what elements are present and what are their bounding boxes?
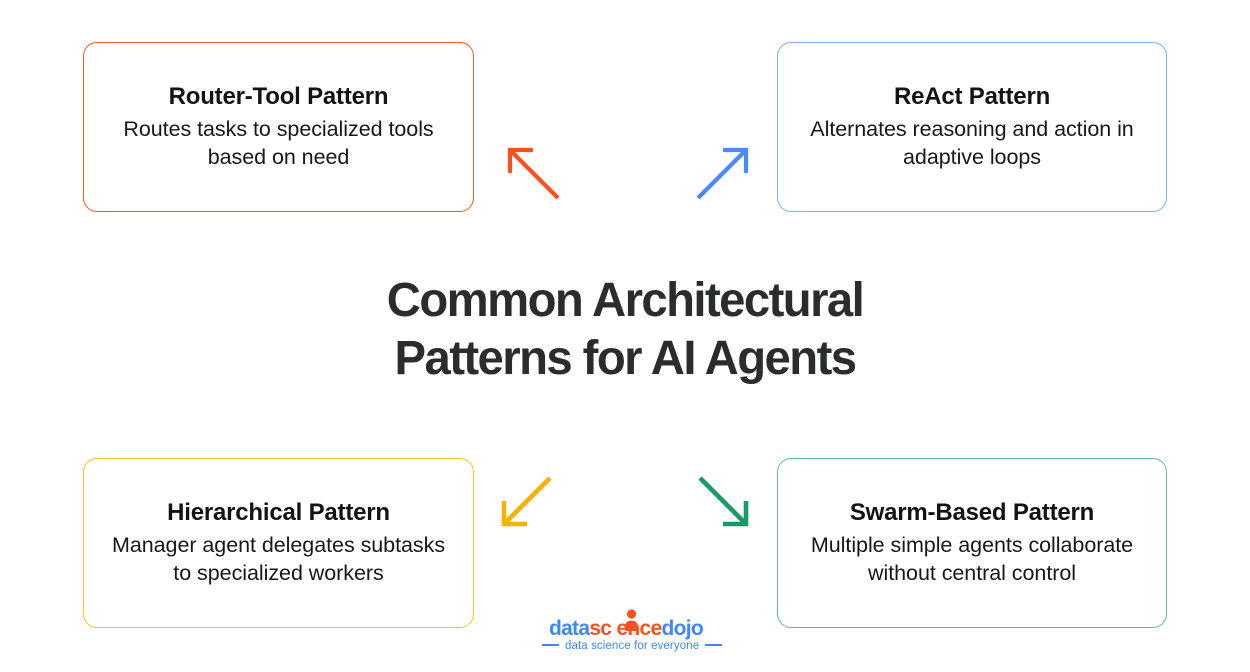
card-title: Hierarchical Pattern	[167, 499, 390, 527]
pattern-card-router-tool: Router-Tool Pattern Routes tasks to spec…	[83, 42, 474, 212]
pattern-card-hierarchical: Hierarchical Pattern Manager agent deleg…	[83, 458, 474, 628]
card-title: ReAct Pattern	[893, 83, 1051, 111]
logo-wordmark: datasciencedojo	[536, 618, 716, 639]
card-title: Swarm-Based Pattern	[849, 499, 1095, 527]
pattern-card-swarm-based: Swarm-Based Pattern Multiple simple agen…	[777, 458, 1167, 628]
arrow-up-right-icon	[696, 147, 749, 200]
page-title: Common Architectural Patterns for AI Age…	[9, 272, 1240, 388]
card-description: Alternates reasoning and action in adapt…	[810, 116, 1134, 170]
tagline-dash-right	[705, 643, 723, 646]
logo-text-dojo: dojo	[661, 617, 704, 640]
pattern-card-react: ReAct Pattern Alternates reasoning and a…	[777, 42, 1167, 212]
card-title: Router-Tool Pattern	[168, 83, 389, 111]
page-title-line-2: Patterns for AI Agents	[394, 332, 858, 386]
arrow-down-right-icon	[698, 476, 749, 527]
logo-tagline: data science for everyone	[565, 640, 700, 652]
arrow-down-left-icon	[501, 476, 552, 527]
tagline-dash-left	[542, 643, 559, 646]
logo-tagline-row: data science for everyone	[536, 640, 723, 652]
logo-text-data: data	[548, 617, 590, 640]
card-description: Routes tasks to specialized tools based …	[123, 116, 434, 170]
arrow-up-left-icon	[507, 147, 560, 200]
datasciencedojo-logo: datasciencedojo data science for everyon…	[536, 609, 723, 666]
card-description: Multiple simple agents collaborate witho…	[810, 532, 1134, 586]
card-description: Manager agent delegates subtasks to spec…	[111, 532, 446, 586]
logo-text-sc: sc	[589, 617, 612, 640]
page-title-line-1: Common Architectural	[386, 274, 865, 327]
person-icon	[625, 609, 638, 631]
